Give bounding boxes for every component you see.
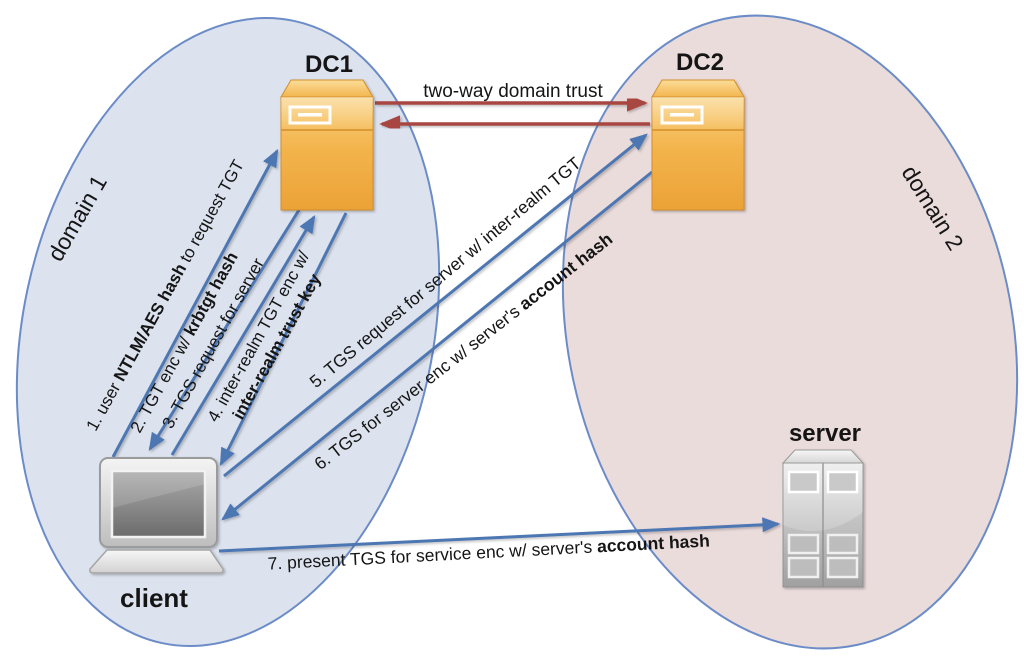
flow-arrow-1 [111, 148, 279, 458]
flow-arrow-4 [219, 212, 348, 467]
server-label: server [789, 420, 861, 447]
flow-arrow-2 [148, 209, 301, 452]
flow-arrow-5 [223, 133, 648, 478]
dc2-label: DC2 [676, 49, 724, 76]
flow-arrow-3 [170, 214, 316, 456]
drawer-label-plate [288, 105, 332, 125]
flow-arrow-7 [218, 517, 781, 553]
drawer-label-plate [660, 105, 704, 125]
flow-arrows [111, 133, 781, 553]
dc1-label: DC1 [305, 51, 353, 78]
trust-arrows [375, 94, 650, 133]
client-icon [89, 457, 224, 574]
server-icon [781, 449, 865, 588]
client-label: client [120, 583, 188, 613]
dc2-icon [651, 79, 745, 211]
dc1-icon [280, 79, 374, 211]
flow-arrow-6 [221, 170, 653, 521]
trust-label: two-way domain trust [423, 81, 603, 102]
